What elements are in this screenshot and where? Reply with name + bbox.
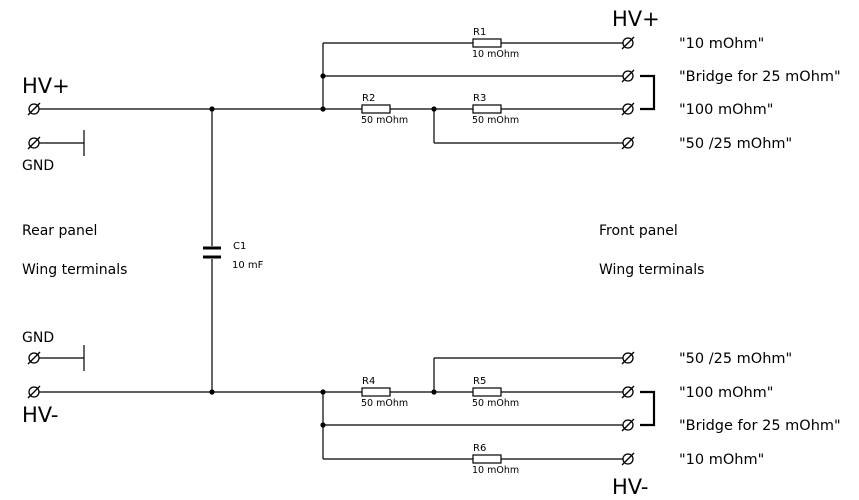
r1-value: 10 mOhm	[472, 49, 519, 60]
r2-value: 50 mOhm	[361, 115, 408, 126]
terminal-icon-front-10mohm-bottom[interactable]	[621, 452, 635, 466]
rear-hv-minus-label: HV-	[22, 403, 59, 427]
r5-ref: R5	[473, 376, 486, 387]
junction-dot	[431, 106, 437, 112]
terminal-icon-front-bridge-bottom[interactable]	[621, 418, 635, 432]
junction-dot	[209, 106, 215, 112]
r2-ref: R2	[362, 93, 375, 104]
terminal-label-10mohm-top: "10 mOhm"	[679, 36, 764, 52]
terminal-label-50-25-top: "50 /25 mOhm"	[679, 136, 792, 152]
r1-ref: R1	[473, 27, 486, 38]
terminal-icon-front-100mohm-bottom[interactable]	[621, 385, 635, 399]
front-hv-minus-label: HV-	[612, 475, 649, 499]
terminal-label-100mohm-bottom: "100 mOhm"	[679, 385, 773, 401]
rear-wing-label: Wing terminals	[22, 262, 127, 278]
front-hv-plus-label: HV+	[612, 7, 660, 31]
terminal-label-100mohm-top: "100 mOhm"	[679, 102, 773, 118]
junction-dot	[320, 422, 326, 428]
bridge-bottom	[640, 390, 656, 427]
r4-value: 50 mOhm	[361, 398, 408, 409]
terminal-icon-rear-gnd-top[interactable]	[27, 136, 41, 150]
terminal-label-50-25-bottom: "50 /25 mOhm"	[679, 351, 792, 367]
junction-dot	[431, 389, 437, 395]
terminal-icon-rear-hv-minus[interactable]	[27, 385, 41, 399]
terminal-icon-front-50-25-top[interactable]	[621, 136, 635, 150]
terminal-label-bridge-top: "Bridge for 25 mOhm"	[679, 69, 841, 85]
terminal-icon-front-100mohm-top[interactable]	[621, 102, 635, 116]
r6-ref: R6	[473, 443, 486, 454]
rear-gnd-bottom-label: GND	[22, 330, 54, 346]
terminal-icon-front-50-25-bottom[interactable]	[621, 351, 635, 365]
resistor-r5	[472, 387, 502, 397]
capacitor-c1	[203, 246, 221, 259]
resistor-r1	[472, 38, 502, 48]
terminal-label-bridge-bottom: "Bridge for 25 mOhm"	[679, 418, 841, 434]
terminal-label-10mohm-bottom: "10 mOhm"	[679, 452, 764, 468]
r5-value: 50 mOhm	[472, 398, 519, 409]
terminal-icon-front-bridge-top[interactable]	[621, 69, 635, 83]
capacitor-ref: C1	[233, 241, 246, 252]
junction-dot	[320, 73, 326, 79]
r6-value: 10 mOhm	[472, 465, 519, 476]
junction-dot	[209, 389, 215, 395]
junction-dots	[209, 73, 437, 428]
front-wing-label: Wing terminals	[599, 262, 704, 278]
resistor-r6	[472, 454, 502, 464]
rear-gnd-top-label: GND	[22, 158, 54, 174]
r3-value: 50 mOhm	[472, 115, 519, 126]
terminal-icon-rear-gnd-bottom[interactable]	[27, 351, 41, 365]
resistor-r3	[472, 104, 502, 114]
junction-dot	[320, 106, 326, 112]
resistor-r4	[361, 387, 391, 397]
junction-dot	[320, 389, 326, 395]
front-panel-label: Front panel	[599, 223, 678, 239]
r3-ref: R3	[473, 93, 486, 104]
wires	[39, 42, 623, 460]
terminal-icon-front-10mohm-top[interactable]	[621, 36, 635, 50]
resistor-r2	[361, 104, 391, 114]
capacitor-value: 10 mF	[232, 260, 264, 271]
r4-ref: R4	[362, 376, 375, 387]
rear-panel-label: Rear panel	[22, 223, 97, 239]
rear-hv-plus-label: HV+	[22, 74, 70, 98]
terminal-icon-rear-hv-plus[interactable]	[27, 102, 41, 116]
bridge-top	[640, 74, 656, 111]
